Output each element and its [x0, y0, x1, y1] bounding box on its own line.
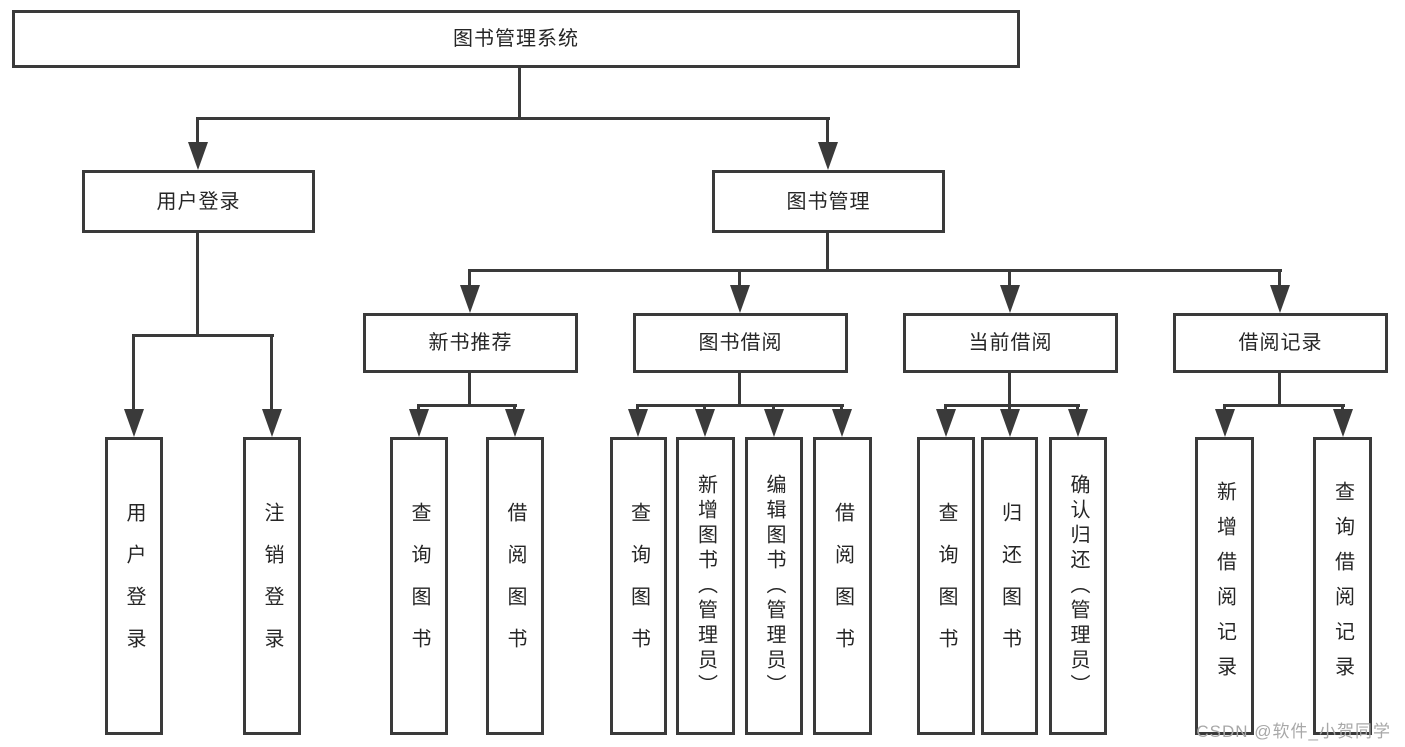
connector-nb-rail [417, 404, 517, 407]
arrow-down-icon [1215, 409, 1235, 437]
arrow-down-icon [730, 285, 750, 313]
connector-bb-arm [772, 404, 775, 411]
connector-bb-stem [738, 373, 741, 407]
connector-book-mgmt-stub [826, 117, 829, 145]
arrow-down-icon [188, 142, 208, 170]
arrow-down-icon [832, 409, 852, 437]
node-br-add-record: 新增借阅记录 [1195, 437, 1254, 735]
connector-nb-arm [417, 404, 420, 411]
connector-user-login-rail [132, 334, 274, 337]
node-borrow-record: 借阅记录 [1173, 313, 1388, 373]
node-cb-query-book: 查询图书 [917, 437, 975, 735]
arrow-down-icon [1000, 409, 1020, 437]
node-cb-return-book: 归还图书 [981, 437, 1038, 735]
connector-user-login-stem [196, 233, 199, 335]
connector-bb-arm [840, 404, 843, 411]
connector-cb-arm [944, 404, 947, 411]
connector-user-login-stub [196, 117, 199, 145]
connector-br-arm [1223, 404, 1226, 411]
connector-root-stem [518, 68, 521, 118]
arrow-down-icon [124, 409, 144, 437]
connector-bb-arm [636, 404, 639, 411]
node-br-query-record: 查询借阅记录 [1313, 437, 1372, 735]
arrow-down-icon [1068, 409, 1088, 437]
connector-nb-arm [513, 404, 516, 411]
connector-level3-rail [468, 269, 1282, 272]
arrow-down-icon [460, 285, 480, 313]
node-root: 图书管理系统 [12, 10, 1020, 68]
connector-current-borrow-stub [1008, 269, 1011, 286]
node-bb-borrow-book: 借阅图书 [813, 437, 872, 735]
connector-br-stem [1278, 373, 1281, 407]
connector-cb-arm [1076, 404, 1079, 411]
connector-nb-stem [468, 373, 471, 407]
arrow-down-icon [505, 409, 525, 437]
node-nb-query-book: 查询图书 [390, 437, 448, 735]
arrow-down-icon [1270, 285, 1290, 313]
arrow-down-icon [936, 409, 956, 437]
connector-ul-arm-left [132, 334, 135, 410]
node-user-login: 用户登录 [82, 170, 315, 233]
node-cb-confirm-return: 确认归还（管理员） [1049, 437, 1107, 735]
connector-borrow-record-stub [1278, 269, 1281, 286]
arrow-down-icon [262, 409, 282, 437]
connector-ul-arm-right [270, 334, 273, 410]
node-bb-add-book: 新增图书（管理员） [676, 437, 735, 735]
connector-bb-rail [636, 404, 844, 407]
connector-br-rail [1223, 404, 1345, 407]
connector-cb-stem [1008, 373, 1011, 407]
connector-cb-arm [1008, 404, 1011, 411]
connector-bb-arm [703, 404, 706, 411]
connector-book-mgmt-stem [826, 233, 829, 271]
connector-new-book-rec-stub [468, 269, 471, 286]
node-new-book-rec: 新书推荐 [363, 313, 578, 373]
arrow-down-icon [764, 409, 784, 437]
connector-br-arm [1341, 404, 1344, 411]
node-nb-borrow-book: 借阅图书 [486, 437, 544, 735]
arrow-down-icon [628, 409, 648, 437]
csdn-watermark: CSDN @软件_小贺同学 [1196, 722, 1391, 741]
arrow-down-icon [1000, 285, 1020, 313]
node-ul-user-login: 用户登录 [105, 437, 163, 735]
connector-book-borrow-stub [738, 269, 741, 286]
connector-level2-rail [196, 117, 830, 120]
node-ul-logout: 注销登录 [243, 437, 301, 735]
node-book-mgmt: 图书管理 [712, 170, 945, 233]
arrow-down-icon [1333, 409, 1353, 437]
arrow-down-icon [695, 409, 715, 437]
node-bb-query-book: 查询图书 [610, 437, 667, 735]
node-book-borrow: 图书借阅 [633, 313, 848, 373]
arrow-down-icon [818, 142, 838, 170]
connector-cb-rail [944, 404, 1080, 407]
node-current-borrow: 当前借阅 [903, 313, 1118, 373]
arrow-down-icon [409, 409, 429, 437]
node-bb-edit-book: 编辑图书（管理员） [745, 437, 803, 735]
